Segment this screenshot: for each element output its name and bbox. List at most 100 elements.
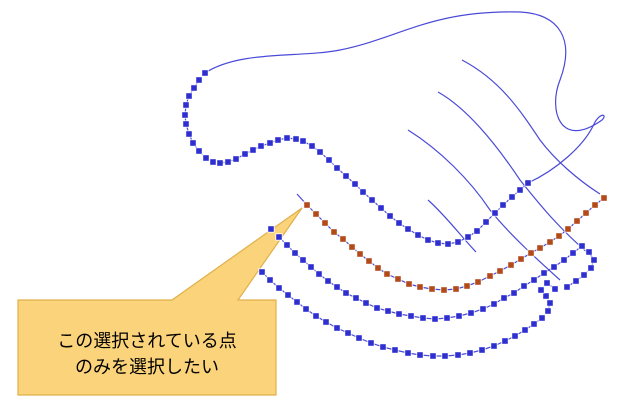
control-point bbox=[543, 279, 551, 287]
control-point bbox=[293, 298, 301, 306]
control-point bbox=[386, 212, 394, 220]
control-point bbox=[443, 314, 451, 322]
control-point bbox=[258, 268, 266, 276]
control-point-selected bbox=[555, 232, 563, 240]
control-point-selected bbox=[339, 235, 347, 243]
control-point bbox=[444, 240, 452, 248]
sweep-line-2 bbox=[437, 91, 597, 261]
control-point bbox=[182, 120, 190, 128]
control-point-selected bbox=[440, 286, 448, 294]
control-point-selected bbox=[517, 255, 525, 263]
control-point bbox=[195, 147, 203, 155]
control-point bbox=[454, 238, 462, 246]
control-point-selected bbox=[536, 244, 544, 252]
control-point bbox=[441, 352, 449, 360]
control-point bbox=[391, 346, 399, 354]
control-point bbox=[302, 305, 310, 313]
control-point bbox=[578, 242, 586, 250]
control-point bbox=[333, 324, 341, 332]
control-points bbox=[181, 69, 608, 360]
control-point bbox=[284, 291, 292, 299]
control-point bbox=[182, 101, 190, 109]
control-point-selected bbox=[474, 278, 482, 286]
control-point-selected bbox=[496, 267, 504, 275]
control-point-selected bbox=[348, 243, 356, 251]
control-point-selected bbox=[573, 217, 581, 225]
control-point-selected bbox=[591, 201, 599, 209]
control-point bbox=[478, 346, 486, 354]
control-point bbox=[224, 158, 232, 166]
control-point bbox=[257, 142, 265, 150]
control-point bbox=[563, 283, 571, 291]
control-point bbox=[520, 282, 528, 290]
control-point-selected bbox=[486, 272, 494, 280]
control-point bbox=[516, 186, 524, 194]
callout-box bbox=[17, 207, 303, 396]
control-point bbox=[501, 337, 509, 345]
control-point bbox=[508, 193, 516, 201]
sweep-line-3 bbox=[407, 129, 561, 281]
control-point bbox=[550, 263, 558, 271]
control-point bbox=[384, 307, 392, 315]
control-point bbox=[368, 196, 376, 204]
control-point bbox=[569, 249, 577, 257]
control-point bbox=[546, 299, 554, 307]
control-point bbox=[351, 180, 359, 188]
control-point bbox=[585, 248, 593, 256]
control-point-selected bbox=[312, 210, 320, 218]
control-point bbox=[464, 233, 472, 241]
control-point bbox=[580, 271, 588, 279]
control-point bbox=[202, 154, 210, 162]
control-point bbox=[530, 276, 538, 284]
control-point bbox=[322, 318, 330, 326]
control-point bbox=[466, 349, 474, 357]
control-point bbox=[542, 292, 550, 300]
control-point bbox=[414, 231, 422, 239]
control-point bbox=[232, 155, 240, 163]
control-point bbox=[292, 135, 300, 143]
control-point bbox=[538, 314, 546, 322]
sweep-line-1 bbox=[461, 59, 601, 195]
control-point-selected bbox=[564, 225, 572, 233]
control-point bbox=[291, 249, 299, 257]
control-point bbox=[510, 289, 518, 297]
control-point bbox=[185, 130, 193, 138]
control-point bbox=[404, 349, 412, 357]
control-point bbox=[434, 239, 442, 247]
control-point-selected bbox=[374, 264, 382, 272]
control-point bbox=[308, 142, 316, 150]
control-point bbox=[367, 339, 375, 347]
control-point bbox=[241, 150, 249, 158]
control-point bbox=[587, 264, 595, 272]
control-point bbox=[537, 286, 545, 294]
control-point bbox=[511, 332, 519, 340]
control-point-selected bbox=[356, 250, 364, 258]
control-point-selected bbox=[416, 283, 424, 291]
control-point bbox=[373, 304, 381, 312]
control-point bbox=[359, 188, 367, 196]
control-point bbox=[283, 241, 291, 249]
control-point-selected bbox=[546, 238, 554, 246]
control-point-selected bbox=[452, 285, 460, 293]
control-point bbox=[540, 269, 548, 277]
control-point bbox=[325, 156, 333, 164]
control-point bbox=[395, 219, 403, 227]
control-point bbox=[491, 209, 499, 217]
control-point bbox=[407, 312, 415, 320]
control-point bbox=[521, 326, 529, 334]
control-point bbox=[274, 136, 282, 144]
control-point bbox=[524, 179, 532, 187]
control-point bbox=[473, 227, 481, 235]
control-point bbox=[377, 204, 385, 212]
control-point-selected bbox=[383, 270, 391, 278]
control-point bbox=[416, 351, 424, 359]
control-point-selected bbox=[405, 280, 413, 288]
control-point bbox=[419, 314, 427, 322]
control-point bbox=[379, 343, 387, 351]
control-point bbox=[266, 276, 274, 284]
control-point bbox=[190, 84, 198, 92]
control-point bbox=[307, 263, 315, 271]
control-point-selected bbox=[330, 228, 338, 236]
control-point bbox=[275, 284, 283, 292]
